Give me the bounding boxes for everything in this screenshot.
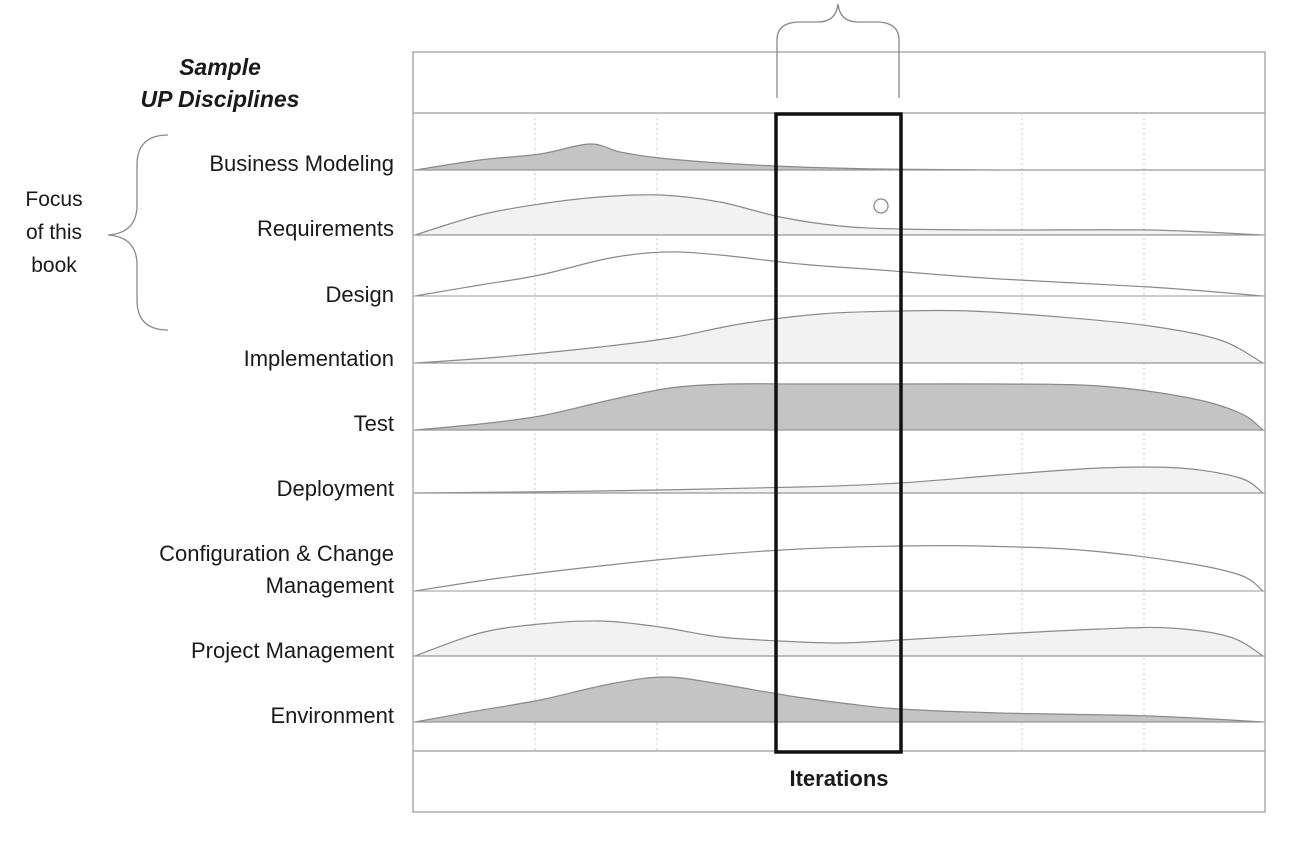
effort-curve-deployment bbox=[414, 466, 1266, 494]
header-line-2: UP Disciplines bbox=[140, 86, 300, 112]
effort-curve-project-management bbox=[414, 620, 1266, 657]
row-baselines bbox=[413, 169, 1265, 723]
discipline-label-implementation: Implementation bbox=[243, 346, 394, 371]
iteration-brace bbox=[776, 3, 900, 98]
discipline-label-configuration: Configuration & Change bbox=[159, 541, 394, 566]
effort-curve-design bbox=[414, 251, 1264, 297]
focus-label-line-1: Focus bbox=[25, 188, 83, 211]
effort-curve-environment bbox=[414, 676, 1264, 723]
discipline-label-business-modeling: Business Modeling bbox=[209, 151, 394, 176]
effort-curve-implementation bbox=[414, 309, 1264, 364]
focus-label-line-3: book bbox=[31, 254, 77, 277]
focus-brace bbox=[107, 134, 169, 331]
chart-frame bbox=[412, 51, 1266, 813]
effort-curve-test bbox=[414, 383, 1265, 431]
iterations-label: Iterations bbox=[789, 766, 889, 791]
effort-curves bbox=[414, 143, 1266, 723]
discipline-label-requirements: Requirements bbox=[257, 216, 394, 241]
small-circle-mark bbox=[873, 198, 889, 214]
header-line-1: Sample bbox=[179, 54, 261, 80]
effort-curve-requirements bbox=[414, 194, 1264, 236]
iteration-highlight-box bbox=[774, 112, 903, 754]
effort-curve-business-modeling bbox=[414, 143, 1264, 171]
discipline-label-environment: Environment bbox=[270, 703, 394, 728]
discipline-label-configuration-line-2: Management bbox=[265, 573, 394, 598]
discipline-label-design: Design bbox=[325, 282, 394, 307]
discipline-label-test: Test bbox=[353, 411, 394, 436]
focus-label-line-2: of this bbox=[25, 221, 83, 244]
effort-curve-configuration-change-management bbox=[414, 544, 1264, 592]
discipline-label-project-management: Project Management bbox=[191, 638, 394, 663]
discipline-label-deployment: Deployment bbox=[276, 476, 394, 501]
